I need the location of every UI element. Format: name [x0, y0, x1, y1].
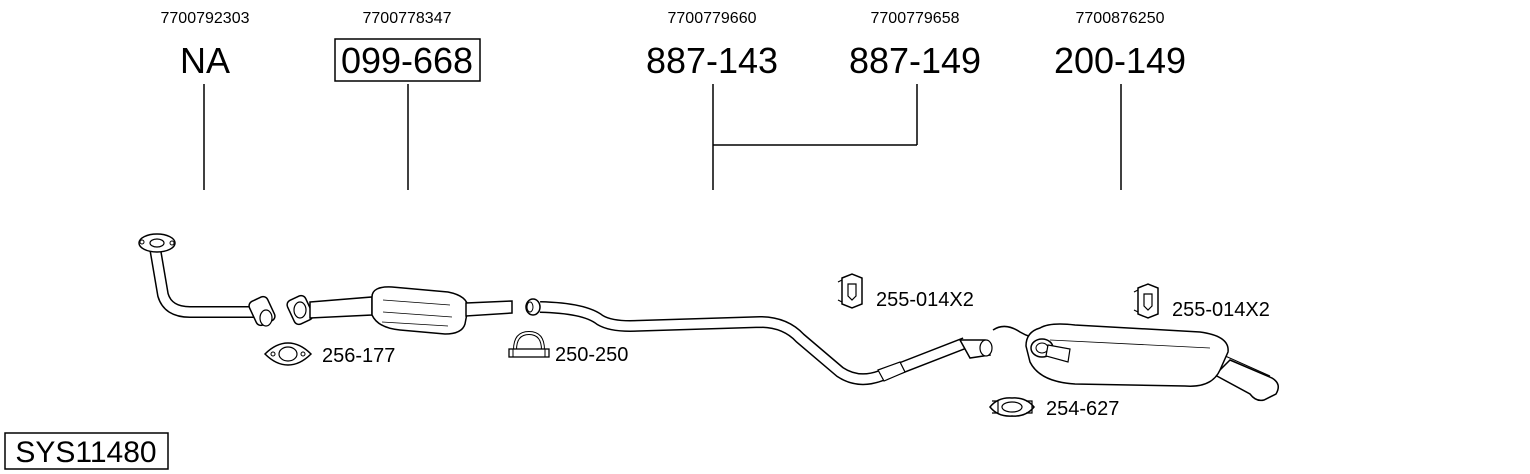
system-id: SYS11480 [15, 436, 156, 469]
oem-number-5: 7700876250 [1076, 10, 1165, 27]
part-code-4[interactable]: 887-149 [849, 40, 981, 81]
oem-number-3: 7700779660 [668, 10, 757, 27]
system-id-box [4, 432, 169, 470]
middle-pipe[interactable] [525, 298, 993, 386]
rubber-hanger-icon[interactable] [1133, 283, 1159, 319]
accessory-label-hanger-1: 255-014X2 [876, 289, 974, 311]
oem-number-2: 7700778347 [363, 10, 452, 27]
oem-number-4: 7700779658 [871, 10, 960, 27]
part-code-3[interactable]: 887-143 [646, 40, 778, 81]
clamp-icon[interactable] [508, 330, 550, 358]
rubber-hanger-icon[interactable] [837, 273, 863, 309]
accessory-label-gasket: 256-177 [322, 345, 395, 367]
rear-silencer[interactable] [992, 323, 1279, 402]
highlight-box [334, 38, 481, 82]
front-pipe[interactable] [138, 233, 277, 327]
band-clamp-icon[interactable] [989, 397, 1035, 417]
accessory-label-clamp: 250-250 [555, 344, 628, 366]
part-code-2[interactable]: 099-668 [341, 40, 473, 81]
oem-number-1: 7700792303 [161, 10, 250, 27]
accessory-label-hanger-2: 255-014X2 [1172, 299, 1270, 321]
leader-lines [203, 84, 1122, 190]
part-code-5[interactable]: 200-149 [1054, 40, 1186, 81]
accessory-label-band-clamp: 254-627 [1046, 398, 1119, 420]
catalytic-converter[interactable] [285, 286, 513, 335]
part-code-1[interactable]: NA [180, 40, 230, 81]
gasket-icon[interactable] [263, 342, 313, 366]
